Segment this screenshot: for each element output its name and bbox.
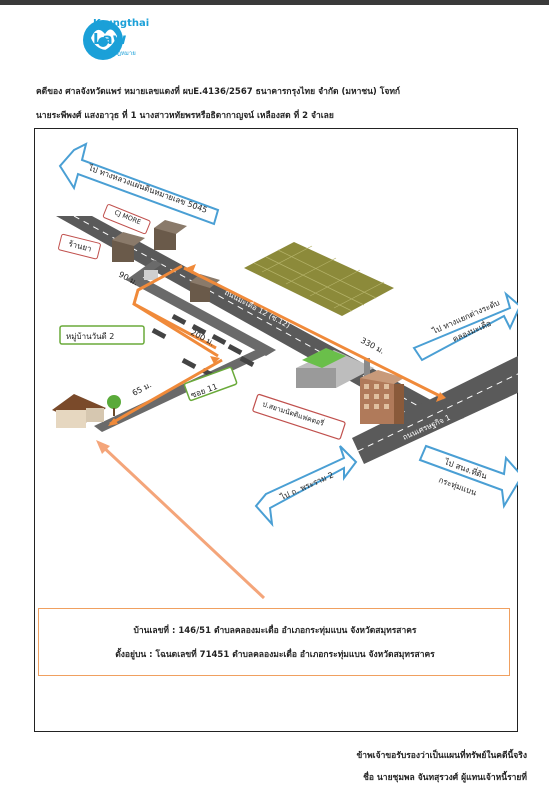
label-village-text: หมู่บ้านวันดี 2	[66, 332, 114, 342]
factory-building	[296, 348, 374, 388]
distance-65: 65 ม.	[131, 380, 153, 398]
distance-330: 330 ม.	[359, 336, 386, 356]
krungthai-logo	[83, 20, 123, 60]
arrow-bottom-left	[254, 445, 358, 528]
certification-line: ข้าพเจ้าขอรับรองว่าเป็นแผนที่ทรัพย์ในคดี…	[356, 751, 528, 761]
location-map: ไป ทางหลวงแผ่นดินหมายเลข 5045 ไป ทางแยกต…	[52, 142, 518, 600]
route-lines	[109, 264, 445, 426]
map-frame	[34, 128, 518, 732]
case-line-2: นายระพีพงศ์ แสงอาวุธ ที่ 1 นางสาวหทัยพรห…	[36, 111, 334, 121]
logo-law: Law	[93, 30, 127, 48]
arrow-right	[412, 291, 518, 362]
road-main	[352, 355, 518, 464]
address-line-2: ตั้งอยู่บน : โฉนดเลขที่ 71451 ตำบลคลองมะ…	[115, 650, 435, 660]
arrow-top-left	[58, 142, 220, 226]
apartment-building	[360, 370, 404, 424]
label-village: หมู่บ้านวันดี 2	[59, 325, 145, 345]
road-soi12	[56, 216, 464, 428]
label-shop: ร้านยา	[58, 233, 101, 260]
address-line-1: บ้านเลขที่ : 146/51 ตำบลคลองมะเดื่อ อำเภ…	[133, 626, 417, 636]
top-bar	[0, 0, 549, 5]
target-house	[52, 394, 121, 428]
pointer-arrow	[98, 442, 266, 600]
logo-thai: กรุงไทยกฎหมาย	[93, 50, 136, 57]
distance-90: 90 ม.	[117, 270, 139, 288]
shop-buildings	[112, 220, 220, 302]
farm-field	[244, 242, 394, 316]
case-line-1: คดีของ ศาลจังหวัดแพร่ หมายเลขแดงที่ ผบE.…	[36, 87, 401, 97]
signer-line: ชื่อ นายชุมพล จันทสุรวงศ์ ผู้แทนเจ้าหนี้…	[363, 773, 527, 783]
label-landmark: ป.สยามนัตติแฟคตอรี่	[252, 393, 346, 440]
address-box: บ้านเลขที่ : 146/51 ตำบลคลองมะเดื่อ อำเภ…	[38, 608, 510, 676]
logo-brand: Krungthai	[93, 18, 150, 29]
arrow-top-left-text: ไป ทางหลวงแผ่นดินหมายเลข 5045	[86, 163, 208, 215]
arrow-bottom-right	[418, 444, 518, 509]
